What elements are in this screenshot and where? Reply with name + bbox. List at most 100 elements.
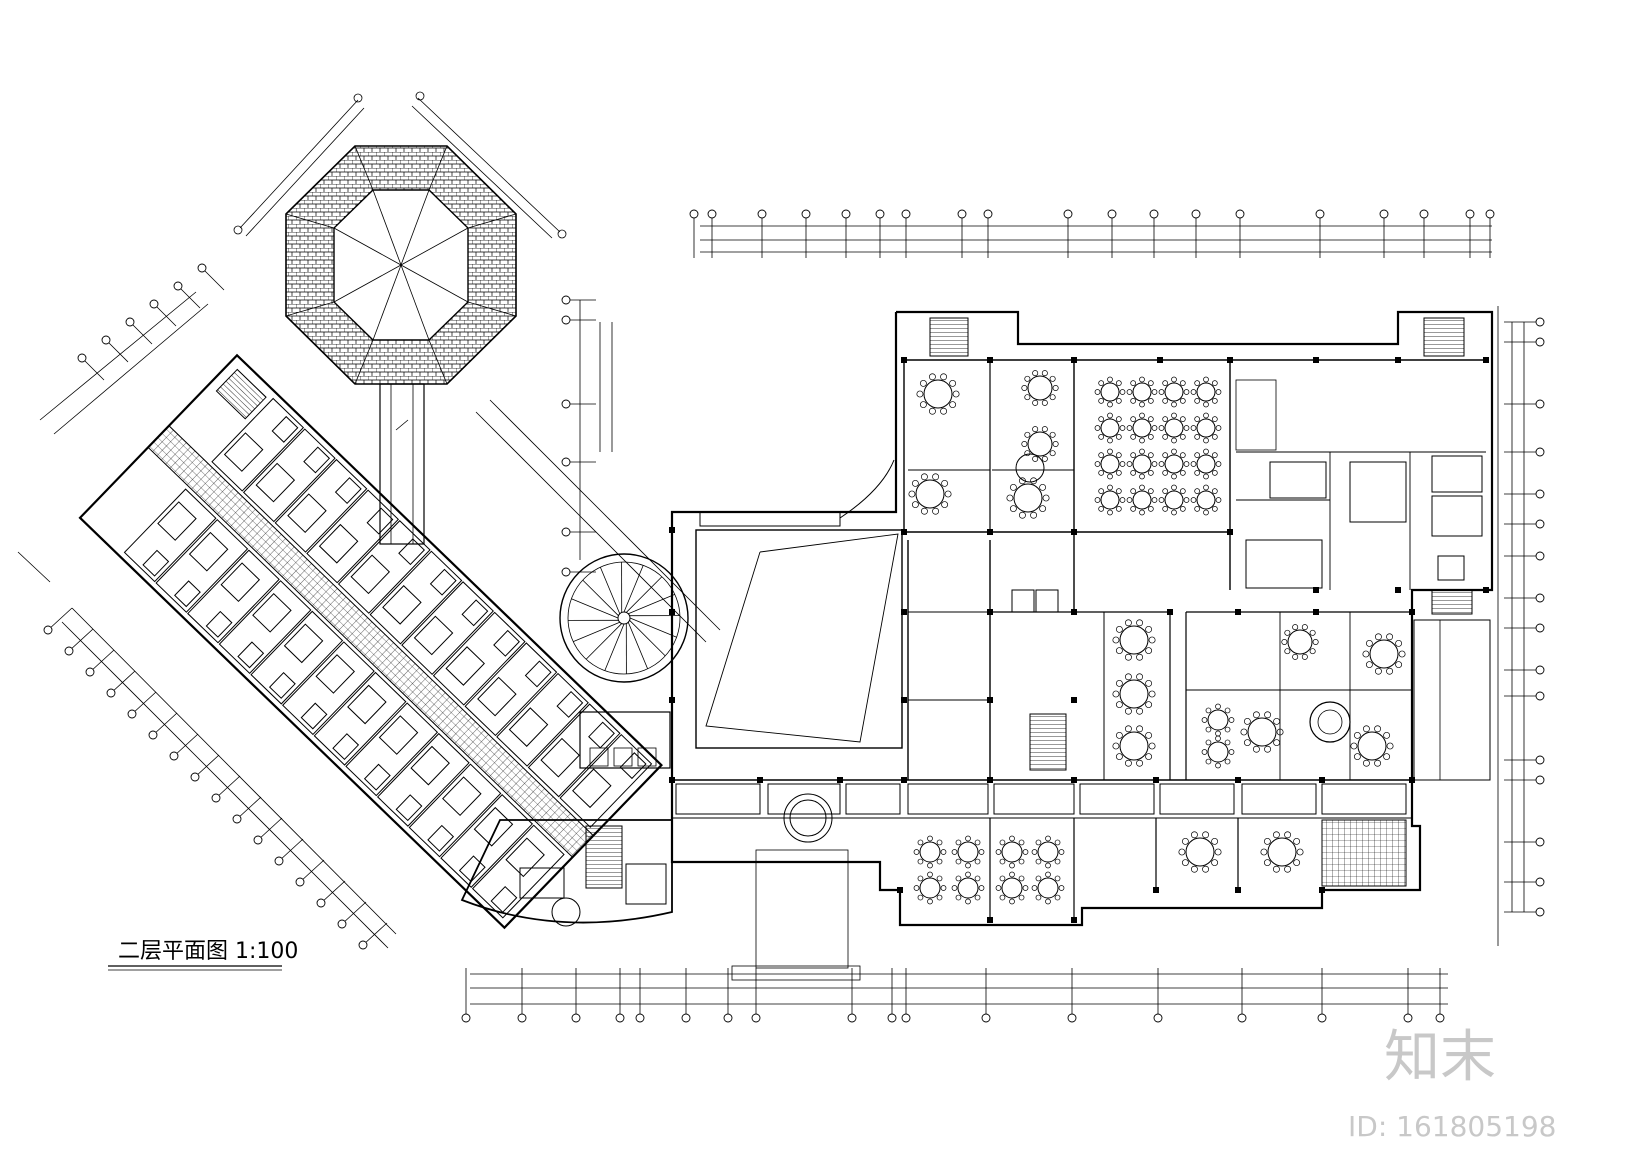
chair (1018, 511, 1026, 519)
axis-leader-line (153, 303, 177, 327)
axis-marker-circle (316, 898, 326, 908)
chair (1115, 469, 1122, 476)
axis-marker-circle (461, 1013, 471, 1023)
round-table (957, 841, 979, 863)
chair (1386, 742, 1394, 750)
spiral-tread (626, 576, 663, 613)
chair (1179, 488, 1186, 495)
axis-marker-circle (901, 1013, 911, 1023)
lobby-atrium (695, 529, 903, 749)
chair (1139, 484, 1145, 491)
axis-leader-line (152, 712, 178, 736)
chair (1211, 488, 1218, 495)
axis-marker-circle (689, 209, 699, 219)
chair (1205, 739, 1212, 746)
chair (1112, 742, 1120, 750)
chair (1215, 762, 1221, 769)
chair (1215, 730, 1221, 737)
structural-column (987, 917, 993, 923)
axis-marker-circle (1535, 665, 1545, 675)
axis-leader-line (362, 922, 388, 946)
chair (1224, 726, 1231, 733)
axis-leader-line (47, 607, 73, 631)
chair (1147, 488, 1154, 495)
guest-bed (410, 745, 450, 786)
axis-marker-circle (561, 457, 571, 467)
guest-bed (287, 493, 327, 534)
chair (1228, 749, 1235, 755)
chair (1124, 673, 1132, 681)
guest-bed (255, 462, 296, 503)
chair (940, 849, 947, 855)
chair (999, 858, 1006, 865)
chair (1215, 703, 1221, 710)
chair (978, 885, 985, 891)
structural-column (987, 609, 993, 615)
chair (1228, 717, 1235, 723)
chair (955, 894, 962, 901)
axis-marker-circle (173, 281, 183, 291)
axis-marker-circle (358, 940, 368, 950)
chair (1224, 758, 1231, 765)
round-table (915, 479, 945, 509)
chair (1214, 848, 1222, 856)
structural-column (987, 357, 993, 363)
chair (1284, 648, 1291, 655)
guest-bath (300, 702, 328, 730)
chair (1094, 461, 1101, 467)
spiral-stair (559, 553, 689, 683)
chair (1183, 497, 1190, 503)
chair (1203, 376, 1209, 383)
axis-marker-circle (64, 646, 74, 656)
guest-bed (188, 531, 229, 572)
axis-marker-circle (561, 399, 571, 409)
structural-column (1227, 357, 1233, 363)
chair (1115, 397, 1122, 404)
chair (1158, 425, 1165, 431)
chair (1171, 401, 1177, 408)
chair (1112, 690, 1120, 698)
guest-bath (332, 733, 360, 761)
chair (1030, 511, 1038, 519)
chair (1374, 759, 1382, 767)
structural-column (1235, 609, 1241, 615)
chair (1139, 376, 1145, 383)
chair (919, 379, 927, 387)
chair (1024, 394, 1031, 401)
axis-marker-circle (148, 730, 158, 740)
chair (1243, 739, 1251, 747)
chair (1124, 653, 1132, 661)
chair (1124, 759, 1132, 767)
axis-marker-circle (1419, 209, 1429, 219)
chair (1098, 505, 1105, 512)
round-table (1132, 382, 1152, 402)
chair (1194, 505, 1201, 512)
chair (1383, 731, 1391, 739)
axis-leader-line (131, 691, 157, 715)
guest-bath (588, 721, 615, 749)
chair (1179, 505, 1186, 512)
chair (1126, 389, 1133, 395)
chair (1115, 731, 1123, 739)
guest-bed (315, 654, 355, 694)
axis-marker-circle (1535, 447, 1545, 457)
structural-column (1235, 887, 1241, 893)
chair (1284, 629, 1291, 636)
axis-marker-circle (841, 209, 851, 219)
chair (1211, 416, 1218, 423)
chair (1276, 728, 1284, 736)
axis-leader-line (68, 628, 94, 652)
chair (1098, 452, 1105, 459)
chair (1374, 667, 1382, 675)
structural-column (901, 697, 907, 703)
round-table (1196, 454, 1216, 474)
chair (1374, 633, 1382, 641)
chair (1115, 416, 1122, 423)
chair (1094, 497, 1101, 503)
guest-bath (303, 446, 331, 474)
chair (1190, 389, 1197, 395)
structural-column (1235, 777, 1241, 783)
axis-marker-circle (77, 353, 87, 363)
chair (1147, 380, 1154, 387)
chair (1119, 461, 1126, 467)
